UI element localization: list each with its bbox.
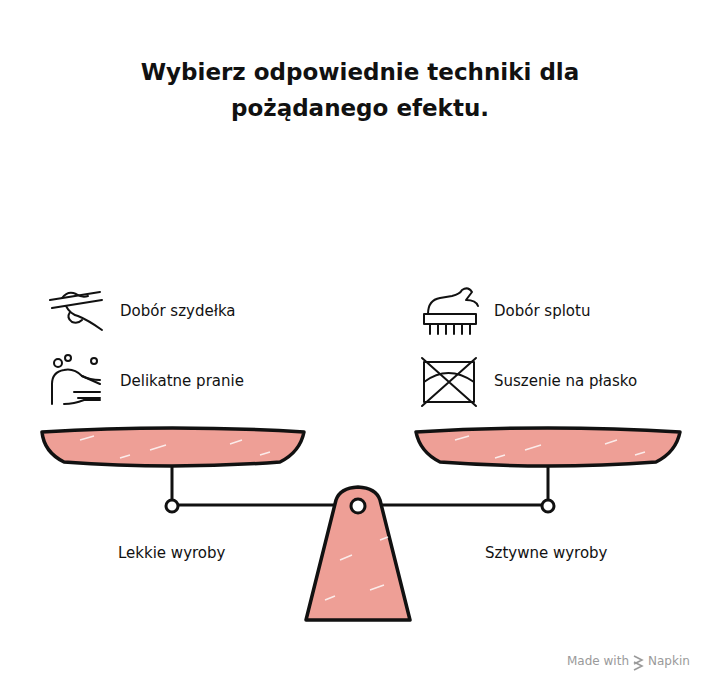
hanger — [547, 464, 550, 500]
fulcrum — [306, 487, 410, 620]
watermark: Made with — [567, 654, 629, 668]
hinge — [166, 500, 178, 512]
hinge — [542, 500, 554, 512]
washing-icon — [52, 355, 100, 404]
technique-label: Dobór splotu — [494, 302, 590, 320]
diagram-title: Wybierz odpowiednie techniki dla pożądan… — [110, 54, 610, 126]
outcome-label: Sztywne wyroby — [485, 544, 607, 562]
technique-label: Dobór szydełka — [120, 302, 236, 320]
watermark: Napkin — [648, 654, 690, 668]
right-pan — [416, 428, 680, 466]
napkin-logo — [634, 656, 642, 670]
technique-label: Suszenie na płasko — [494, 372, 637, 390]
hanger — [171, 464, 174, 500]
crochet-icon — [50, 292, 102, 330]
technique-label: Delikatne pranie — [120, 372, 244, 390]
outcome-label: Lekkie wyroby — [118, 544, 225, 562]
left-pan — [42, 428, 304, 466]
weave-icon — [424, 288, 478, 334]
flat-dry-icon — [422, 358, 476, 406]
pivot — [351, 499, 365, 513]
